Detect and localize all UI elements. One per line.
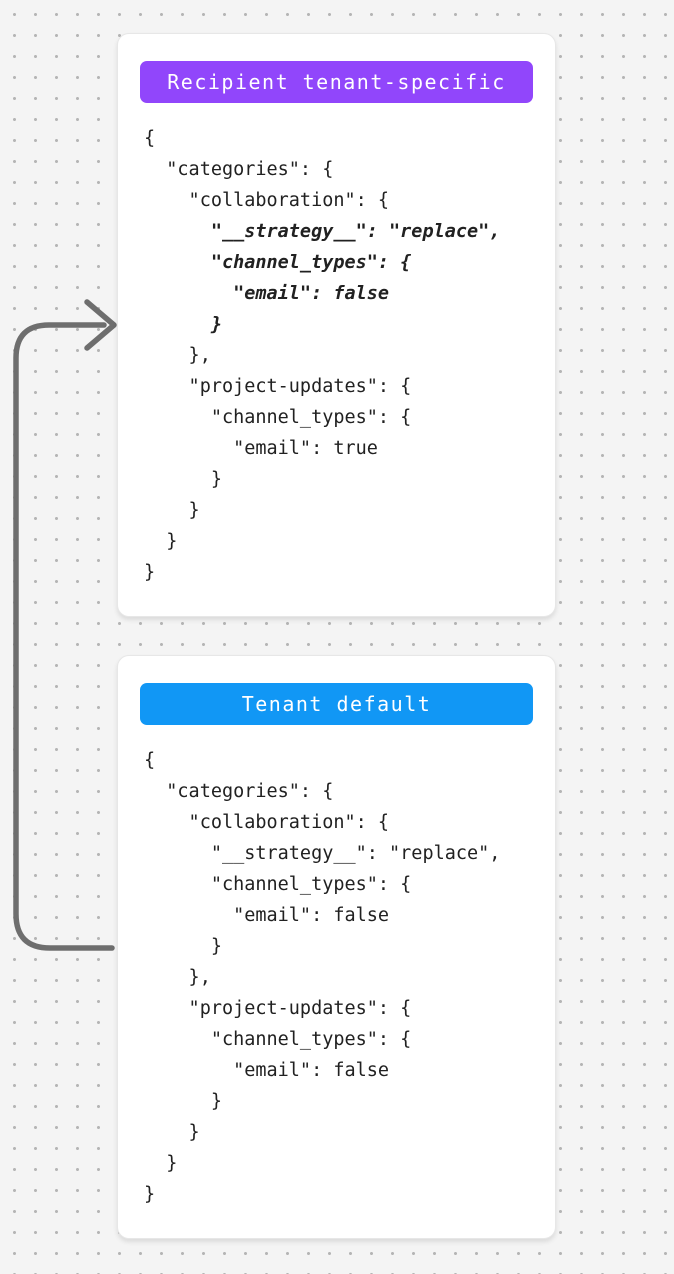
flow-arrow-shaft bbox=[13, 322, 115, 951]
code-line: } bbox=[144, 1153, 178, 1174]
code-line: "email": true bbox=[144, 438, 378, 459]
code-line: "channel_types": { bbox=[144, 407, 412, 428]
code-line: { bbox=[144, 128, 156, 149]
code-line: { bbox=[144, 750, 156, 771]
code-line: } bbox=[144, 936, 222, 957]
code-line: }, bbox=[144, 967, 211, 988]
card-tenant-default: Tenant default { "categories": { "collab… bbox=[117, 655, 556, 1239]
code-line: } bbox=[144, 469, 222, 490]
code-line: "categories": { bbox=[144, 781, 334, 802]
code-line: "project-updates": { bbox=[144, 376, 412, 397]
code-line: } bbox=[144, 1184, 156, 1205]
code-line: "collaboration": { bbox=[144, 190, 390, 211]
code-line: } bbox=[144, 1122, 200, 1143]
recipient-tenant-specific-json-code: { "categories": { "collaboration": { "__… bbox=[144, 123, 533, 588]
flow-arrowhead-icon bbox=[84, 299, 117, 351]
tenant-default-badge: Tenant default bbox=[140, 683, 533, 725]
code-line: } bbox=[144, 562, 156, 583]
code-line: } bbox=[144, 314, 222, 335]
code-line: "__strategy__": "replace", bbox=[144, 221, 501, 242]
code-line: "channel_types": { bbox=[144, 252, 412, 273]
code-line: "email": false bbox=[144, 283, 390, 304]
code-line: "__strategy__": "replace", bbox=[144, 843, 501, 864]
code-line: "email": false bbox=[144, 1060, 390, 1081]
tenant-default-json-code: { "categories": { "collaboration": { "__… bbox=[144, 745, 533, 1210]
code-line: "project-updates": { bbox=[144, 998, 412, 1019]
code-line: } bbox=[144, 500, 200, 521]
card-recipient-tenant-specific: Recipient tenant-specific { "categories"… bbox=[117, 33, 556, 617]
recipient-tenant-specific-badge: Recipient tenant-specific bbox=[140, 61, 533, 103]
code-line: } bbox=[144, 1091, 222, 1112]
code-line: }, bbox=[144, 345, 211, 366]
code-line: "channel_types": { bbox=[144, 1029, 412, 1050]
code-line: "email": false bbox=[144, 905, 390, 926]
code-line: } bbox=[144, 531, 178, 552]
code-line: "channel_types": { bbox=[144, 874, 412, 895]
code-line: "categories": { bbox=[144, 159, 334, 180]
code-line: "collaboration": { bbox=[144, 812, 390, 833]
